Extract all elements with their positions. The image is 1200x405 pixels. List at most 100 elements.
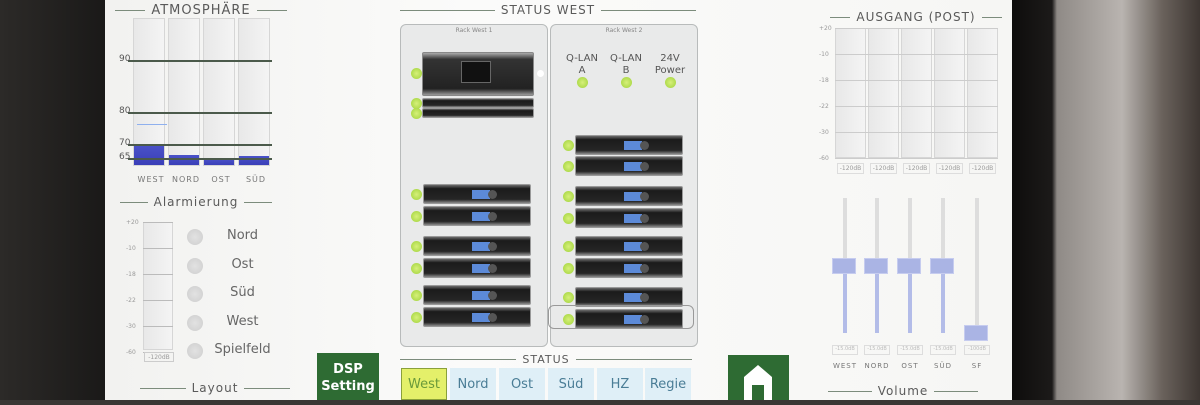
atmosphere-title: ATMOSPHÄRE <box>115 3 287 18</box>
amplifier[interactable] <box>423 184 531 204</box>
fader-handle-nord[interactable] <box>864 257 888 274</box>
status-led <box>563 140 574 151</box>
status-west-title: STATUS WEST <box>400 3 696 17</box>
amp-display <box>623 141 642 150</box>
tab-regie[interactable]: Regie <box>645 368 691 400</box>
atmosphere-gridline <box>128 112 272 114</box>
fader-label: NORD <box>864 362 890 370</box>
selected-amp-outline[interactable] <box>548 305 694 329</box>
alarm-meter-value: -120dB <box>144 352 174 362</box>
amp-knob <box>487 291 497 300</box>
amp-display <box>623 162 642 171</box>
amplifier[interactable] <box>575 135 683 155</box>
monitor-bezel <box>0 0 105 400</box>
home-button[interactable] <box>728 355 789 400</box>
background-room <box>1012 0 1200 400</box>
amp-knob <box>487 242 497 251</box>
output-meter-value: -120dB <box>870 163 897 174</box>
amplifier[interactable] <box>575 156 683 176</box>
atmosphere-gridline <box>128 158 272 160</box>
amp-display <box>471 264 490 273</box>
amplifier[interactable] <box>423 236 531 256</box>
fader-fill <box>875 265 879 333</box>
fader-label: SF <box>971 362 983 370</box>
amplifier[interactable] <box>423 285 531 305</box>
amp-knob <box>639 315 649 324</box>
alarm-zone-label: Nord <box>226 228 259 243</box>
output-tick: +20 <box>819 25 832 32</box>
alarm-tick: -30 <box>126 323 136 330</box>
fader-value: -15.0dB <box>832 345 858 355</box>
alarm-tick: -60 <box>126 349 136 356</box>
indicator-sublabel-1: B <box>622 65 630 76</box>
amplifier[interactable] <box>423 258 531 278</box>
alarm-gridline <box>143 300 173 301</box>
rack-west-1-label: Rack West 1 <box>455 27 493 34</box>
indicator-label-2: 24V <box>660 53 680 64</box>
amplifier[interactable] <box>423 307 531 327</box>
fader-handle-west[interactable] <box>832 257 856 274</box>
amp-knob <box>639 214 649 223</box>
amplifier[interactable] <box>575 287 683 307</box>
output-gridline <box>835 158 998 159</box>
alarm-tick: +20 <box>126 219 139 226</box>
alarm-tick: -10 <box>126 245 136 252</box>
tab-nord[interactable]: Nord <box>450 368 496 400</box>
status-led <box>411 290 422 301</box>
atmosphere-level-bar <box>134 145 164 165</box>
alarm-gridline <box>143 248 173 249</box>
network-switch[interactable] <box>422 98 534 108</box>
status-led <box>563 213 574 224</box>
fader-handle-ost[interactable] <box>897 257 921 274</box>
output-meter <box>967 28 998 158</box>
amplifier[interactable] <box>575 208 683 228</box>
output-meter <box>835 28 866 158</box>
amp-display <box>623 214 642 223</box>
fader-label: SÜD <box>934 362 952 370</box>
fader-handle-süd[interactable] <box>930 257 954 274</box>
alarm-gridline <box>143 274 173 275</box>
amplifier[interactable] <box>575 258 683 278</box>
tab-hz[interactable]: HZ <box>597 368 643 400</box>
output-tick: -10 <box>819 51 829 58</box>
amp-knob <box>639 141 649 150</box>
atmosphere-channel-label: SÜD <box>245 175 267 184</box>
amp-display <box>623 293 642 302</box>
alarm-zone-label: Süd <box>230 285 255 300</box>
status-led <box>411 211 422 222</box>
status-led <box>563 241 574 252</box>
fader-handle-sf[interactable] <box>964 325 988 341</box>
alarm-tick: -18 <box>126 271 136 278</box>
status-indicator <box>537 70 544 77</box>
tab-west[interactable]: West <box>401 368 447 400</box>
output-tick: -60 <box>819 155 829 162</box>
alarm-led-west <box>187 314 203 331</box>
network-switch[interactable] <box>422 108 534 118</box>
fader-track[interactable] <box>975 198 979 333</box>
output-meter-value: -120dB <box>969 163 996 174</box>
dsp-core-device[interactable] <box>422 52 534 96</box>
amp-knob <box>487 212 497 221</box>
core-display <box>461 61 491 83</box>
alarm-led-ost <box>187 257 203 274</box>
atmosphere-tick: 80 <box>119 106 131 116</box>
atmosphere-channel-label: WEST <box>137 175 165 184</box>
amplifier[interactable] <box>423 206 531 226</box>
indicator-led-0 <box>577 77 588 88</box>
output-gridline <box>835 132 998 133</box>
amplifier[interactable] <box>575 236 683 256</box>
atmosphere-gridline <box>128 144 272 146</box>
amp-knob <box>639 192 649 201</box>
amplifier[interactable] <box>575 309 683 329</box>
amp-knob <box>487 313 497 322</box>
amplifier[interactable] <box>575 186 683 206</box>
atmosphere-meter <box>238 18 270 166</box>
output-tick: -22 <box>819 103 829 110</box>
amp-knob <box>487 264 497 273</box>
atmosphere-meter <box>203 18 235 166</box>
alarm-gridline <box>143 222 173 223</box>
tab-ost[interactable]: Ost <box>499 368 545 400</box>
status-led <box>411 98 422 109</box>
tab-süd[interactable]: Süd <box>548 368 594 400</box>
